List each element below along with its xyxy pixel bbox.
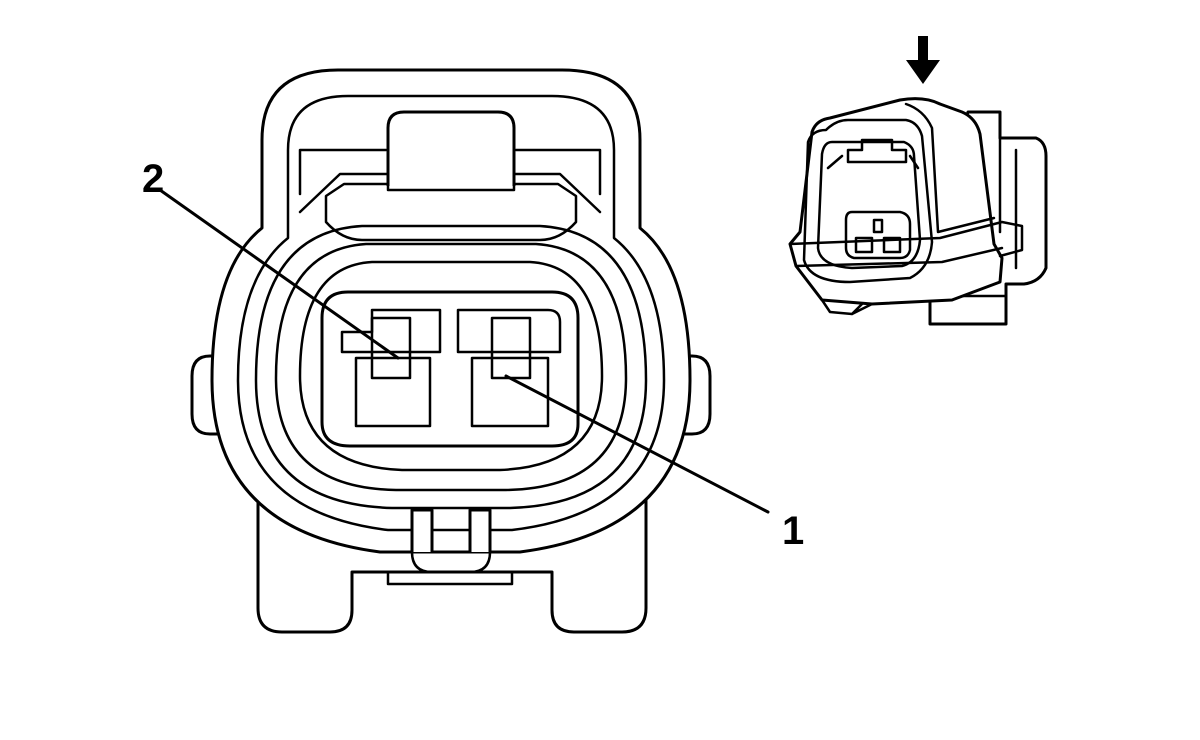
iso-terminal-1 [882, 236, 902, 254]
left-side-ear [190, 354, 236, 436]
iso-face-rim [802, 118, 934, 284]
terminal-2-contact [370, 316, 412, 380]
terminal-1-body [470, 356, 550, 428]
iso-front-shell [788, 97, 1004, 306]
arrow-down-icon [906, 36, 940, 84]
terminal-cavity [320, 290, 580, 448]
callout-1-leader [504, 374, 770, 514]
housing-bottom-tab [386, 570, 514, 586]
terminal-1-top-lock [456, 308, 562, 354]
latch-frame-upper [298, 148, 602, 196]
seal-ring-middle [274, 242, 628, 492]
connector-face-view [190, 68, 712, 634]
iso-terminal-key [872, 218, 884, 234]
iso-face-inner [816, 140, 922, 270]
callout-1-label: 1 [782, 509, 804, 553]
housing-outer-rim [236, 94, 666, 532]
callout-2-label: 2 [142, 157, 164, 201]
iso-shell-edge [904, 102, 996, 234]
key-slot-inner [410, 550, 492, 574]
iso-terminal-cavity [844, 210, 912, 260]
seal-ring-outer [254, 224, 648, 510]
right-side-ear [666, 354, 712, 436]
callout-2-leader [158, 188, 400, 360]
iso-latch-frame [826, 154, 920, 170]
latch-window [324, 182, 578, 242]
iso-bottom-lip [820, 298, 874, 316]
terminal-2-body [354, 356, 432, 428]
seal-ring-inner [298, 260, 604, 472]
connector-isometric-view [788, 97, 1048, 326]
iso-side-rib [788, 220, 1024, 268]
latch-tab [386, 110, 516, 186]
iso-terminal-2 [854, 236, 874, 254]
key-slot [410, 508, 492, 552]
iso-latch [846, 138, 908, 164]
terminal-2 [340, 308, 442, 428]
latch-frame [298, 172, 602, 214]
